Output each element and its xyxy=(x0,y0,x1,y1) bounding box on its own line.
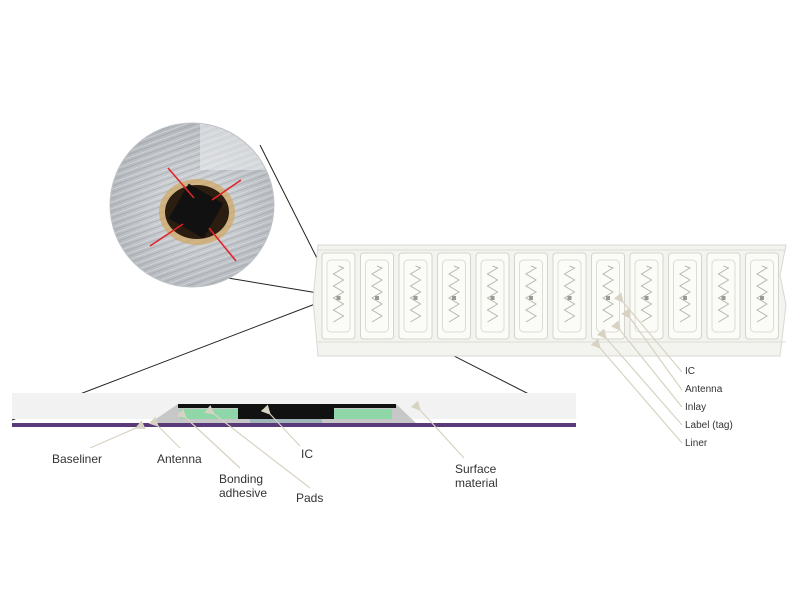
label-baseliner: Baseliner xyxy=(52,452,103,466)
label-bonding-adhesive: Bonding adhesive xyxy=(219,472,267,500)
baseliner-layer xyxy=(12,423,576,427)
pad-right xyxy=(334,409,392,419)
pad-left xyxy=(180,409,238,419)
cross-section-leaders xyxy=(89,400,465,489)
label-strip-liner: Liner xyxy=(685,438,708,449)
label-ic: IC xyxy=(301,447,313,461)
label-surface-material-line1: Surface xyxy=(455,462,497,476)
label-surface-material: Surface material xyxy=(455,462,498,490)
antenna-layer xyxy=(178,404,396,408)
label-strip-inlay: Inlay xyxy=(685,402,707,413)
label-strip-antenna: Antenna xyxy=(685,384,723,395)
label-strip-ic: IC xyxy=(685,366,695,377)
rfid-tag xyxy=(706,252,741,340)
label-antenna: Antenna xyxy=(157,452,202,466)
ic-block xyxy=(238,408,334,419)
ic-base xyxy=(250,419,322,423)
rfid-tag xyxy=(437,252,471,340)
rfid-tag xyxy=(398,252,433,340)
label-pads: Pads xyxy=(296,491,324,505)
label-surface-material-line2: material xyxy=(455,476,498,490)
label-bonding-adhesive-line2: adhesive xyxy=(219,486,268,500)
chip-magnified-view xyxy=(109,122,275,288)
rfid-tag xyxy=(514,252,548,340)
inlay-strip xyxy=(312,244,787,357)
rfid-tag xyxy=(668,252,702,340)
cross-section xyxy=(12,393,576,427)
chip-bond-lines xyxy=(149,167,242,262)
rfid-tag xyxy=(360,252,394,340)
rfid-tag xyxy=(552,252,587,340)
rfid-tag xyxy=(321,252,356,340)
rfid-tag xyxy=(591,252,625,340)
tag-row xyxy=(321,252,779,340)
label-bonding-adhesive-line1: Bonding xyxy=(219,472,264,486)
strip-leaders xyxy=(590,292,683,444)
rfid-tag xyxy=(745,252,779,340)
label-strip-label-tag: Label (tag) xyxy=(685,420,733,431)
rfid-tag xyxy=(475,252,510,340)
rfid-tag xyxy=(629,252,664,340)
